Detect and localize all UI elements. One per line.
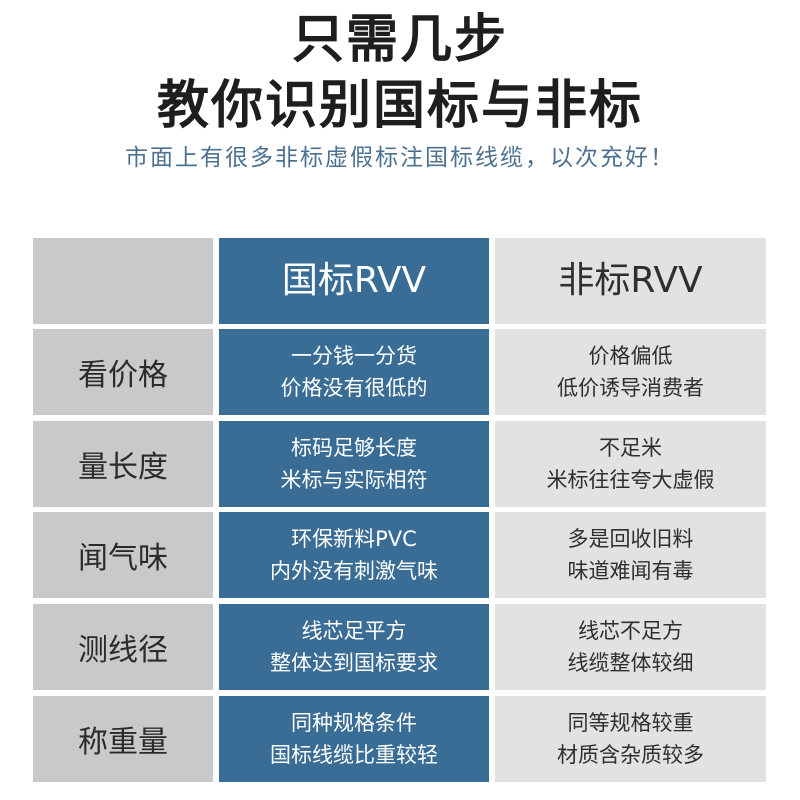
standard-cell: 同种规格条件 国标线缆比重较轻 bbox=[219, 696, 489, 782]
cell-line: 环保新料PVC bbox=[291, 527, 417, 551]
page-subtitle: 市面上有很多非标虚假标注国标线缆，以次充好！ bbox=[125, 145, 675, 171]
cell-line: 材质含杂质较多 bbox=[557, 743, 704, 767]
cell-line: 国标线缆比重较轻 bbox=[270, 743, 438, 767]
cell-line: 不足米 bbox=[599, 436, 662, 460]
standard-cell: 环保新料PVC 内外没有刺激气味 bbox=[219, 512, 489, 598]
row-label: 测线径 bbox=[33, 604, 213, 690]
row-label: 量长度 bbox=[33, 421, 213, 507]
cell-line: 标码足够长度 bbox=[291, 436, 417, 460]
cell-line: 米标与实际相符 bbox=[280, 468, 428, 492]
nonstandard-cell: 多是回收旧料 味道难闻有毒 bbox=[495, 512, 766, 598]
nonstandard-cell: 同等规格较重 材质含杂质较多 bbox=[495, 696, 766, 782]
cell-line: 价格没有很低的 bbox=[280, 376, 428, 400]
header-nonstandard: 非标RVV bbox=[495, 238, 766, 324]
standard-cell: 标码足够长度 米标与实际相符 bbox=[219, 421, 489, 507]
nonstandard-cell: 不足米 米标往往夸大虚假 bbox=[495, 421, 766, 507]
header-standard: 国标RVV bbox=[219, 238, 489, 324]
row-label: 闻气味 bbox=[33, 512, 213, 598]
cell-line: 线缆整体较细 bbox=[567, 651, 694, 675]
cell-line: 线芯不足方 bbox=[578, 619, 683, 643]
cell-line: 味道难闻有毒 bbox=[567, 559, 694, 583]
row-label: 看价格 bbox=[33, 329, 213, 415]
standard-cell: 一分钱一分货 价格没有很低的 bbox=[219, 329, 489, 415]
page-title-line1: 只需几步 bbox=[291, 10, 508, 70]
cell-line: 一分钱一分货 bbox=[291, 344, 417, 368]
cell-line: 同等规格较重 bbox=[567, 711, 694, 735]
standard-cell: 线芯足平方 整体达到国标要求 bbox=[219, 604, 489, 690]
cell-line: 米标往往夸大虚假 bbox=[546, 468, 715, 492]
cell-line: 内外没有刺激气味 bbox=[270, 559, 438, 583]
header-empty-cell bbox=[33, 238, 213, 324]
cell-line: 同种规格条件 bbox=[291, 711, 417, 735]
nonstandard-cell: 线芯不足方 线缆整体较细 bbox=[495, 604, 766, 690]
cell-line: 低价诱导消费者 bbox=[557, 376, 704, 400]
cell-line: 线芯足平方 bbox=[301, 619, 407, 643]
row-label: 称重量 bbox=[33, 696, 213, 782]
nonstandard-cell: 价格偏低 低价诱导消费者 bbox=[495, 329, 766, 415]
cell-line: 多是回收旧料 bbox=[567, 527, 694, 551]
cell-line: 价格偏低 bbox=[588, 344, 673, 368]
page-title-line2: 教你识别国标与非标 bbox=[156, 76, 643, 136]
cell-line: 整体达到国标要求 bbox=[270, 651, 438, 675]
